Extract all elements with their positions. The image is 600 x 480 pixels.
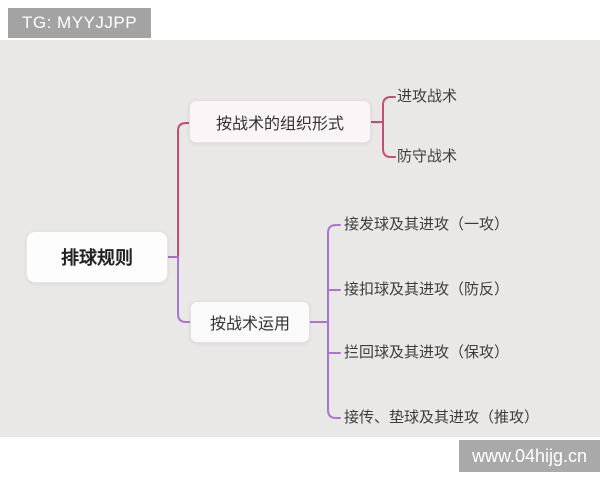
leaf-defense-tactics[interactable]: 防守战术	[397, 148, 458, 165]
leaf-spike-receive-attack[interactable]: 接扣球及其进攻（防反）	[344, 281, 510, 298]
branch-node-tactics-organization[interactable]: 按战术的组织形式	[189, 100, 371, 143]
root-node[interactable]: 排球规则	[26, 231, 168, 283]
leaf-offense-tactics[interactable]: 进攻战术	[397, 88, 458, 105]
branch-node-tactics-application[interactable]: 按战术运用	[190, 301, 310, 343]
leaf-pass-dig-attack[interactable]: 接传、垫球及其进攻（推攻）	[344, 409, 540, 426]
leaf-block-return-attack[interactable]: 拦回球及其进攻（保攻）	[344, 344, 510, 361]
watermark: www.04hijg.cn	[459, 440, 600, 472]
header-badge: TG: MYYJJPP	[8, 8, 152, 38]
leaf-serve-receive-attack[interactable]: 接发球及其进攻（一攻）	[344, 216, 510, 233]
